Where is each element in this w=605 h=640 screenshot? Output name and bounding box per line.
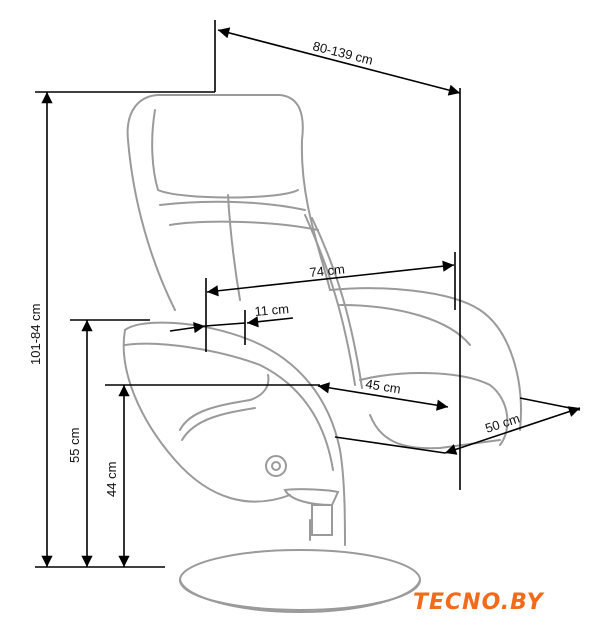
overall-depth-label: 80-139 cm [311, 38, 374, 67]
armrest-height-label: 55 cm [67, 428, 82, 463]
chair-drawing [122, 94, 522, 614]
seat-width-label: 50 cm [483, 411, 521, 436]
tecno-logo: TECNO.BY [413, 590, 545, 615]
seat-depth-label: 45 cm [365, 376, 402, 396]
dimension-lines [35, 20, 581, 568]
dimension-labels: 80-139 cm 74 cm 11 cm 45 cm 50 cm 101-84… [28, 38, 522, 497]
seat-depth-outer-label: 74 cm [309, 261, 346, 280]
overall-height-label: 101-84 cm [28, 304, 43, 365]
logo-text: TECNO.BY [413, 590, 545, 615]
armrest-width-label: 11 cm [254, 301, 290, 319]
seat-height-label: 44 cm [104, 462, 119, 497]
